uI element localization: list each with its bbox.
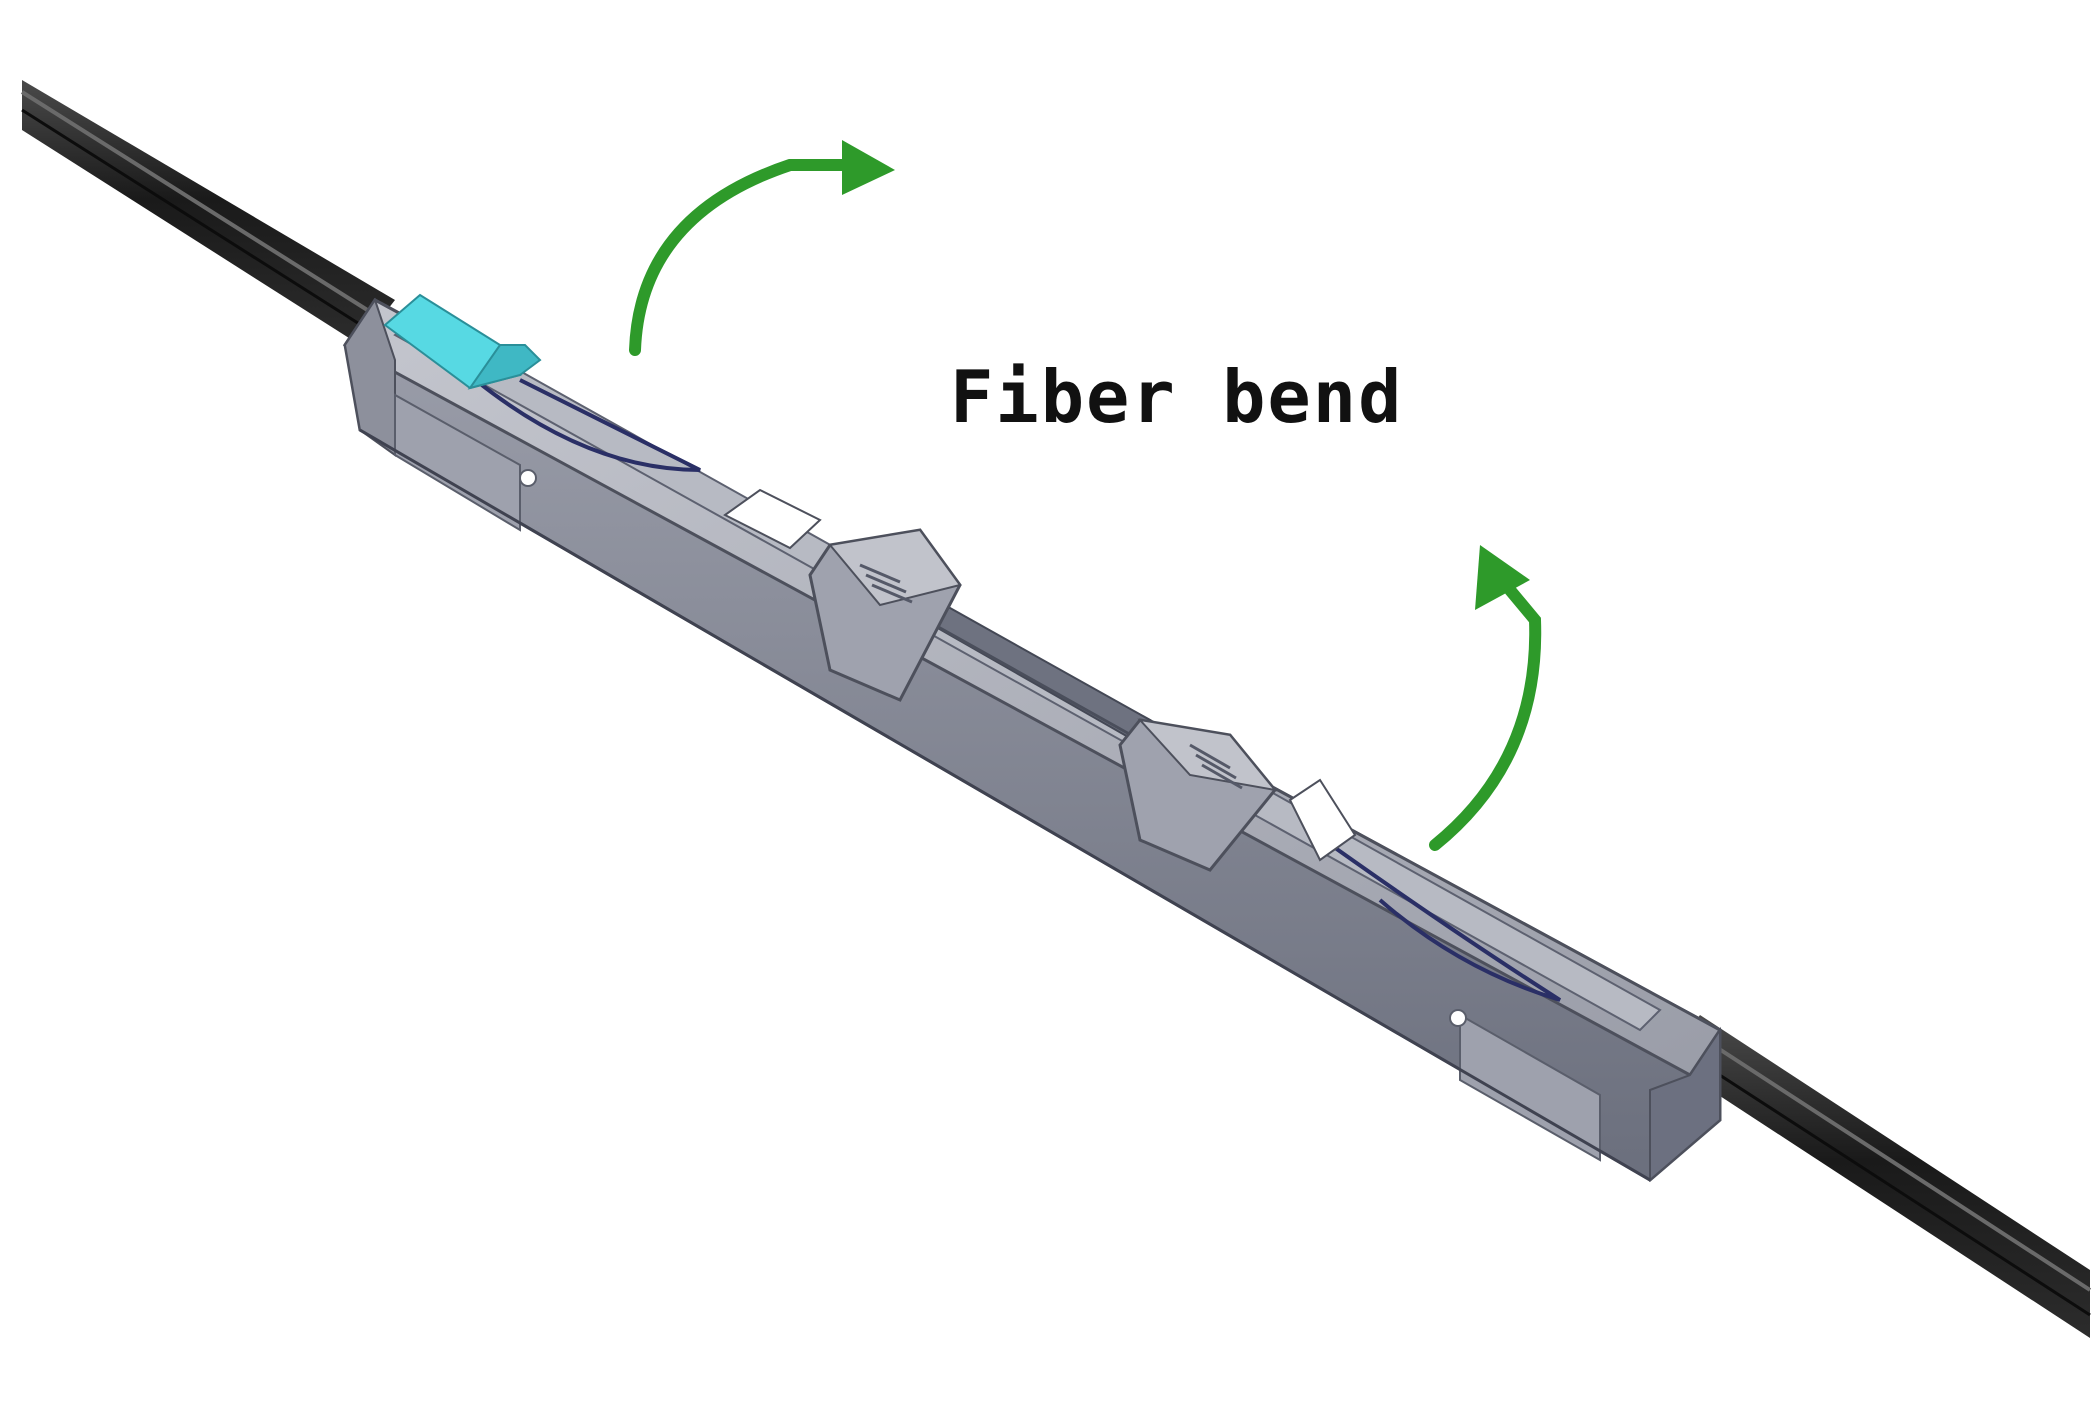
fiber-bend-label: Fiber bend	[950, 355, 1404, 439]
fiber-holder-block-right	[1118, 718, 1278, 872]
fiber-loops	[418, 328, 1562, 1002]
curved-arrow-icon	[629, 140, 895, 356]
fiber-cable-left	[20, 80, 395, 345]
fiber-holder-block-left	[808, 528, 962, 702]
cable-clamp-clip	[383, 293, 542, 390]
curved-arrow-icon	[1429, 545, 1542, 851]
fiber-cable-right	[1665, 1015, 2092, 1338]
splice-closure-housing	[342, 297, 1723, 1183]
inner-tab	[723, 488, 822, 550]
inner-tab	[1288, 778, 1357, 862]
